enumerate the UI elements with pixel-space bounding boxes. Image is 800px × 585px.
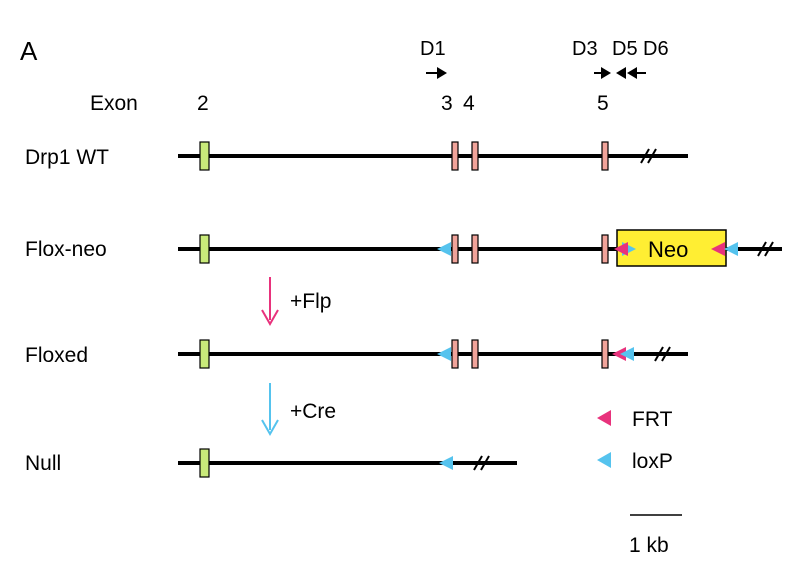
scale-bar-label: 1 kb [629,534,669,557]
cre-arrow-head [261,419,279,437]
floxed-exon-4 [471,339,479,369]
row-label-null: Null [25,452,61,475]
legend-loxp-label: loxP [632,450,673,473]
row-label-wt: Drp1 WT [25,146,109,169]
row-label-floxed: Floxed [25,344,88,367]
flox-neo-loxp-3 [724,242,738,256]
flox-neo-exon-5 [601,234,609,264]
floxed-break-mark [654,346,671,362]
row-label-flox-neo: Flox-neo [25,238,107,261]
neo-cassette-label: Neo [648,237,688,262]
wt-exon-3 [451,141,459,171]
wt-break-mark [640,148,657,164]
flp-step-label: +Flp [290,290,331,313]
primer-arrow-d1 [426,67,447,79]
flox-neo-break-mark [757,241,774,257]
flox-neo-loxp-1 [437,242,451,256]
floxed-loxp-2 [620,347,634,361]
floxed-loxp-1 [437,347,451,361]
legend-frt-icon [597,410,611,426]
exon-header: Exon [90,92,138,115]
flox-neo-frt-2 [711,242,725,256]
null-loxp [439,456,453,470]
flp-arrow-head [261,309,279,327]
exon-number-4: 4 [463,92,475,115]
null-break-mark [473,455,490,471]
panel-label: A [20,36,38,66]
floxed-exon-5 [601,339,609,369]
cre-step: +Cre [261,383,336,437]
primer-label-d6: D6 [643,38,669,60]
exon-number-2: 2 [197,92,209,115]
flox-neo-frt-1 [614,242,628,256]
cre-step-label: +Cre [290,400,336,423]
flox-neo-exon-4 [471,234,479,264]
null-allele [178,448,517,478]
floxed-frt [612,347,626,361]
wt-exon-2 [199,141,210,171]
primer-label-d3: D3 [572,38,598,60]
floxed-allele [178,339,688,369]
primer-label-d1: D1 [420,38,446,60]
flp-step: +Flp [261,277,331,327]
primer-label-d5: D5 [612,38,638,60]
wt-exon-5 [601,141,609,171]
exon-number-5: 5 [597,92,609,115]
flox-neo-exon-3 [451,234,459,264]
flox-neo-allele: Neo [178,229,782,267]
scale-bar: 1 kb [629,514,682,557]
flox-neo-exon-2 [199,234,210,264]
floxed-exon-3 [451,339,459,369]
exon-number-3: 3 [441,92,453,115]
primer-arrow-d5-d6 [616,67,646,79]
wt-allele [178,141,688,171]
legend-loxp-icon [597,452,611,468]
legend: FRT loxP [597,408,673,473]
primer-arrow-d3 [594,67,611,79]
wt-exon-4 [471,141,479,171]
null-exon-2 [199,448,210,478]
legend-frt-label: FRT [632,408,673,431]
floxed-exon-2 [199,339,210,369]
